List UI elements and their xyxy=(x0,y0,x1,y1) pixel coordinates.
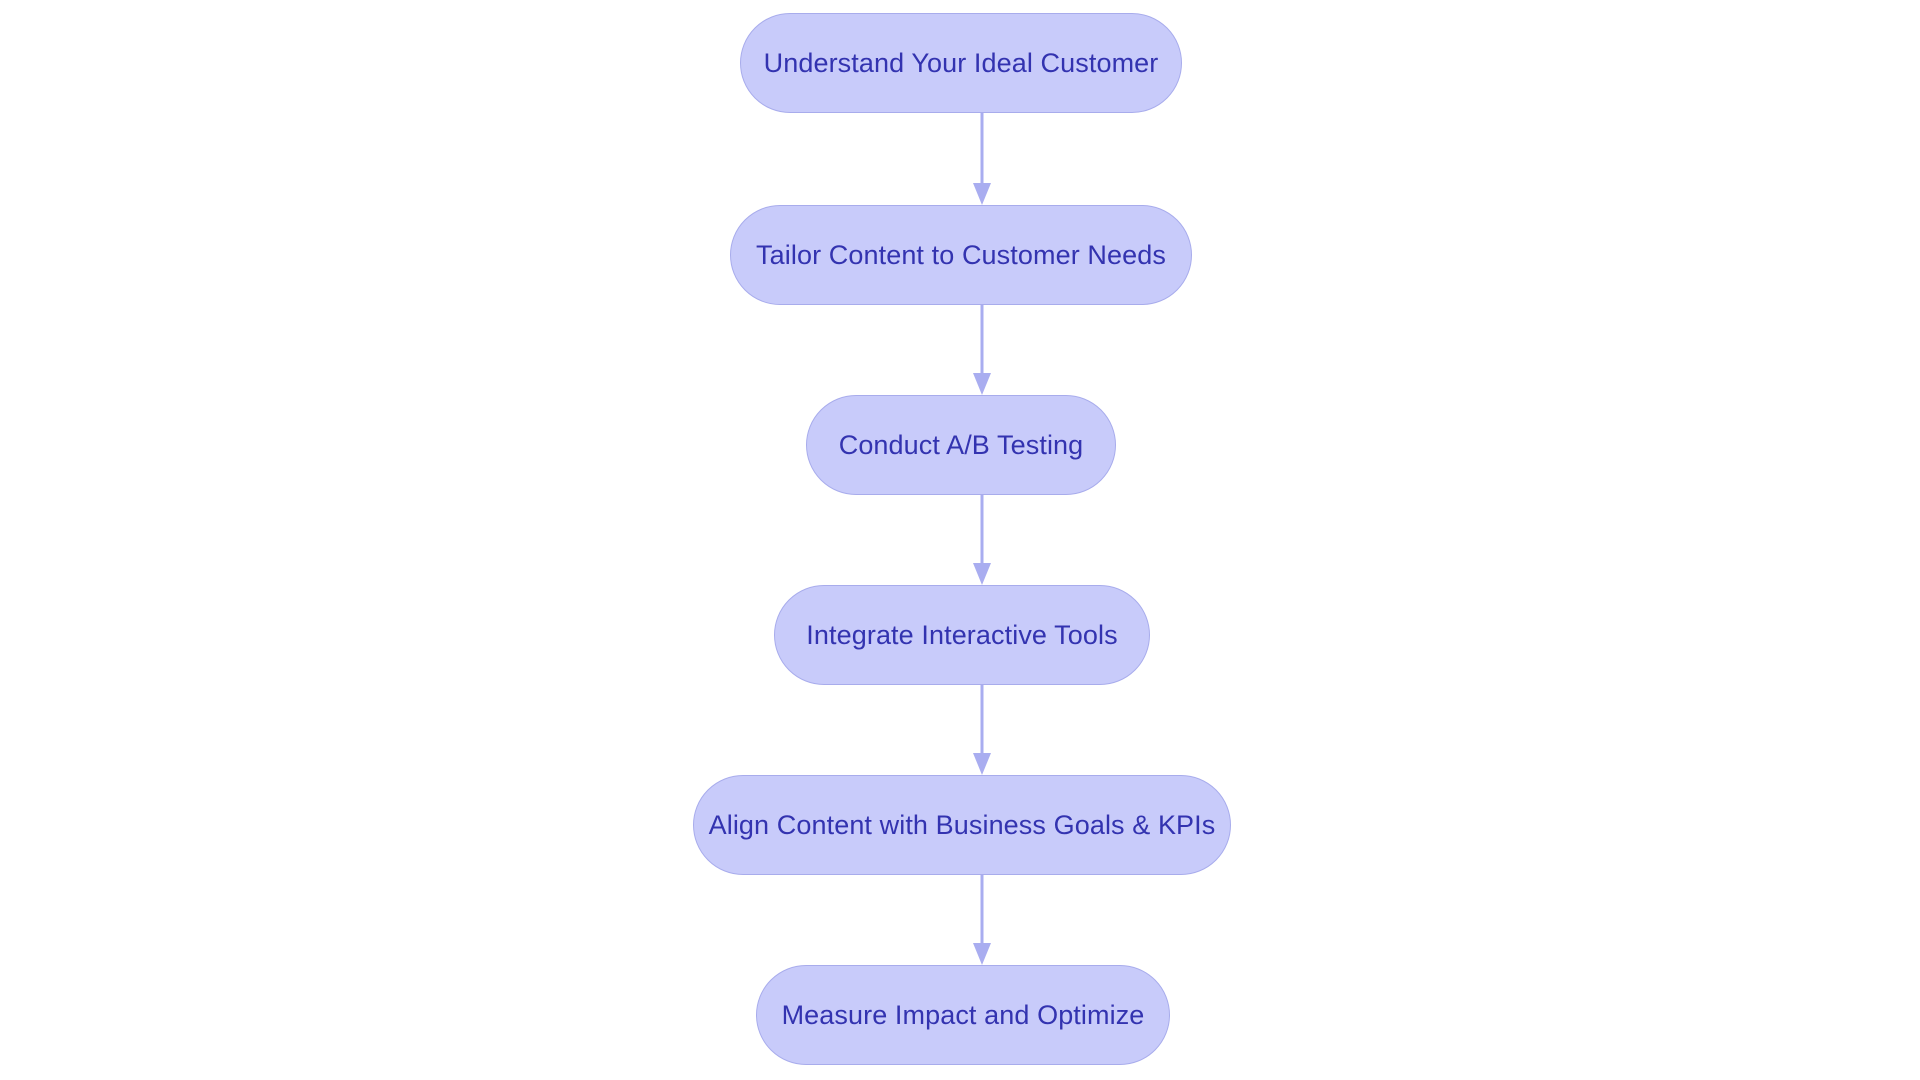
flow-node-align-content-with-business-goals-kpis[interactable]: Align Content with Business Goals & KPIs xyxy=(693,775,1231,875)
flow-node-understand-your-ideal-customer[interactable]: Understand Your Ideal Customer xyxy=(740,13,1182,113)
arrowhead-icon xyxy=(973,943,991,965)
flow-edge-5-6 xyxy=(973,875,991,965)
arrowhead-icon xyxy=(973,373,991,395)
flow-edge-2-3 xyxy=(973,305,991,395)
flow-node-measure-impact-and-optimize[interactable]: Measure Impact and Optimize xyxy=(756,965,1170,1065)
flow-node-label: Tailor Content to Customer Needs xyxy=(756,239,1166,270)
arrowhead-icon xyxy=(973,563,991,585)
flow-edge-1-2 xyxy=(973,113,991,205)
flow-node-label: Understand Your Ideal Customer xyxy=(763,47,1159,78)
flow-node-label: Measure Impact and Optimize xyxy=(781,999,1145,1030)
arrowhead-icon xyxy=(973,183,991,205)
flow-node-label: Align Content with Business Goals & KPIs xyxy=(708,809,1216,840)
flow-edge-3-4 xyxy=(973,495,991,585)
flow-node-label: Integrate Interactive Tools xyxy=(806,619,1118,650)
flow-node-conduct-ab-testing[interactable]: Conduct A/B Testing xyxy=(806,395,1116,495)
flow-node-tailor-content-to-customer-needs[interactable]: Tailor Content to Customer Needs xyxy=(730,205,1192,305)
flow-edge-4-5 xyxy=(973,685,991,775)
flow-node-label: Conduct A/B Testing xyxy=(838,429,1084,460)
flow-node-integrate-interactive-tools[interactable]: Integrate Interactive Tools xyxy=(774,585,1150,685)
arrowhead-icon xyxy=(973,753,991,775)
